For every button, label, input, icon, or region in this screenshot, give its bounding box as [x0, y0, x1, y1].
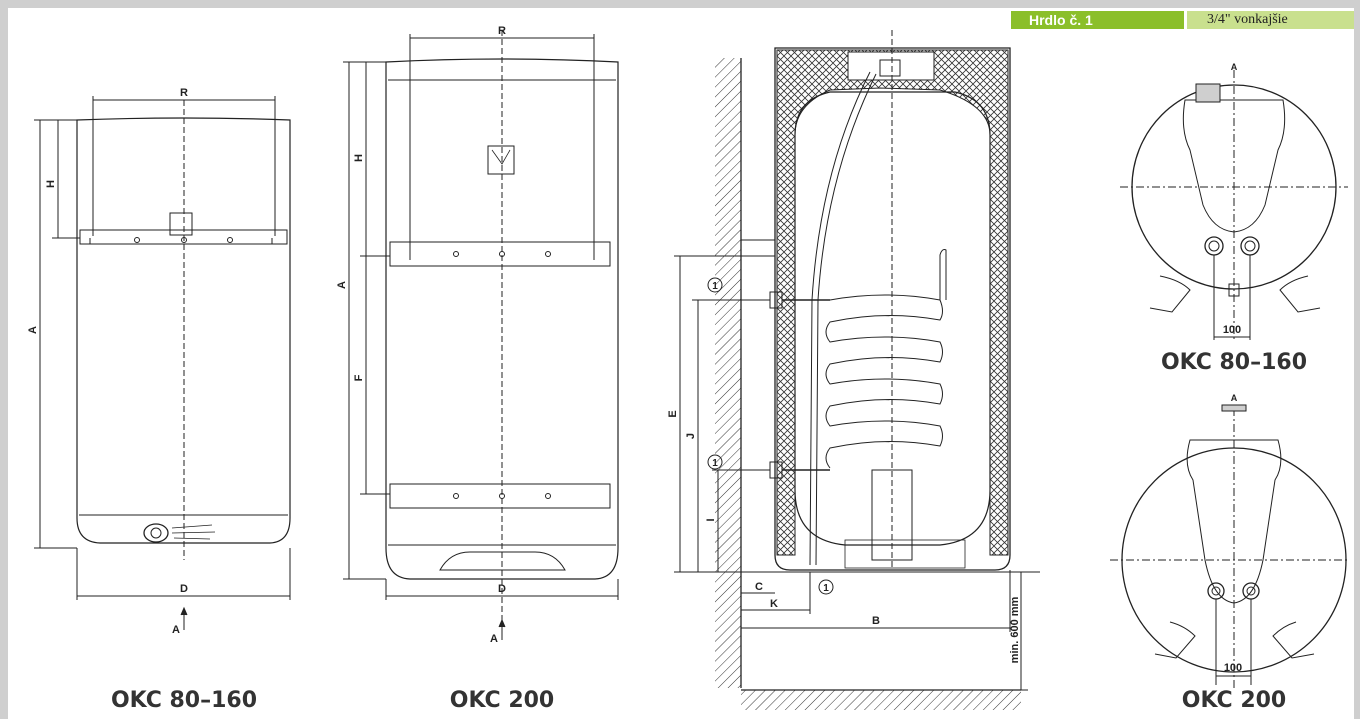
dim-label-a-large: A: [336, 281, 348, 289]
port-1-lower: 1: [712, 458, 718, 469]
dim-100-large: 100: [1224, 662, 1242, 674]
dim-label-h-small: H: [45, 180, 57, 188]
title-top-small: OKC 80–160: [1161, 350, 1307, 375]
dim-label-e: E: [667, 410, 679, 417]
dim-label-min-600: min. 600 mm: [1009, 596, 1021, 663]
dim-label-h-large: H: [353, 154, 365, 162]
title-front-small: OKC 80–160: [111, 688, 257, 713]
view-arrow-a-small: A: [172, 624, 180, 636]
dim-label-f-large: F: [353, 374, 365, 381]
port-1-bottom: 1: [823, 583, 829, 594]
port-1-upper: 1: [712, 281, 718, 292]
dim-label-r-small: R: [180, 87, 188, 99]
view-arrow-a-large: A: [490, 633, 498, 645]
legend-key: Hrdlo č. 1: [1011, 11, 1184, 29]
section-view: [674, 30, 1040, 710]
dim-label-d-small: D: [180, 583, 188, 595]
legend-value: 3/4" vonkajšie: [1187, 11, 1354, 29]
dim-label-d-large: D: [498, 583, 506, 595]
dim-label-j: J: [685, 433, 697, 439]
dim-label-i: I: [705, 518, 717, 521]
dim-label-b: B: [872, 615, 880, 627]
dim-100-small: 100: [1223, 324, 1241, 336]
top-view-large: [1110, 404, 1350, 690]
dim-label-c: C: [755, 581, 763, 593]
top-view-small: [1120, 70, 1348, 340]
front-view-small: [34, 96, 291, 630]
front-view-large: [343, 30, 619, 640]
top-label-a-large: A: [1231, 393, 1238, 403]
title-top-large: OKC 200: [1182, 688, 1287, 713]
legend: Hrdlo č. 1 3/4" vonkajšie: [1011, 11, 1354, 29]
title-front-large: OKC 200: [450, 688, 555, 713]
dim-label-a-small: A: [27, 326, 39, 334]
heat-exchanger-coil: [825, 294, 943, 469]
dim-label-k: K: [770, 598, 778, 610]
dim-label-r-large: R: [498, 25, 506, 37]
top-label-a-small: A: [1231, 62, 1238, 72]
legend-separator: [1184, 11, 1187, 29]
